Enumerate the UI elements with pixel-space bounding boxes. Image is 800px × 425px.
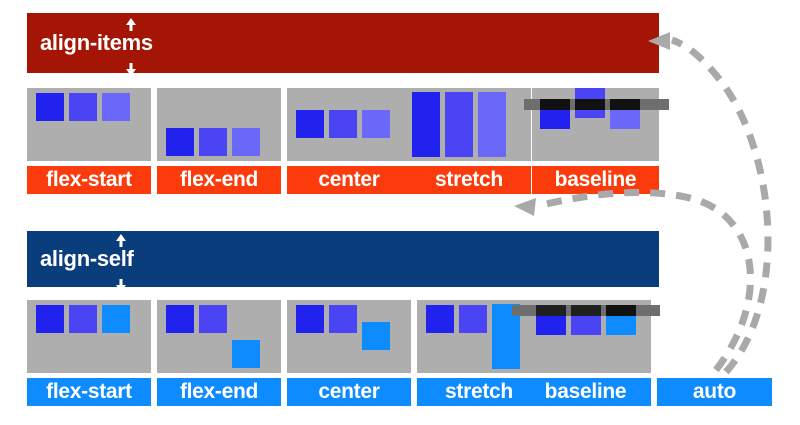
flex-square-3 bbox=[102, 93, 130, 121]
cell-label[interactable]: stretch bbox=[407, 166, 531, 194]
demo-container bbox=[27, 300, 151, 373]
flex-square-1 bbox=[166, 305, 194, 333]
cell-label[interactable]: baseline bbox=[532, 166, 659, 194]
flex-square-2 bbox=[199, 305, 227, 333]
flex-square-1 bbox=[296, 110, 324, 138]
baseline-text-block-3 bbox=[606, 305, 636, 316]
flex-square-2 bbox=[69, 93, 97, 121]
cell-label[interactable]: flex-end bbox=[157, 166, 281, 194]
demo-container bbox=[407, 88, 531, 161]
align-items-title-wrap: align-items bbox=[27, 18, 153, 76]
flex-square-2 bbox=[329, 305, 357, 333]
flex-square-1 bbox=[36, 93, 64, 121]
cell-label[interactable]: center bbox=[287, 166, 411, 194]
demo-container bbox=[524, 88, 669, 161]
flex-square-1 bbox=[426, 305, 454, 333]
align-self-cells: flex-start flex-end center bbox=[27, 300, 772, 406]
cell-label[interactable]: flex-start bbox=[27, 166, 151, 194]
flex-square-2 bbox=[459, 305, 487, 333]
demo-container bbox=[512, 300, 660, 373]
baseline-text-block-2 bbox=[575, 99, 605, 110]
baseline-text-block-3 bbox=[610, 99, 640, 110]
flex-square-2 bbox=[445, 92, 473, 157]
flex-square-self bbox=[102, 305, 130, 333]
demo-container bbox=[157, 88, 281, 161]
align-self-header: align-self bbox=[27, 231, 659, 292]
demo-container bbox=[157, 300, 281, 373]
flex-square-1 bbox=[166, 128, 194, 156]
flex-square-1 bbox=[36, 305, 64, 333]
align-items-header: align-items bbox=[27, 13, 659, 76]
demo-container bbox=[27, 88, 151, 161]
demo-container bbox=[287, 88, 411, 161]
cell-label[interactable]: auto bbox=[657, 378, 772, 406]
cell-label[interactable]: baseline bbox=[520, 378, 651, 406]
align-items-cells: flex-start flex-end center bbox=[27, 88, 669, 194]
cell-label[interactable]: center bbox=[287, 378, 411, 406]
baseline-text-block-1 bbox=[536, 305, 566, 316]
align-self-title-wrap: align-self bbox=[27, 234, 134, 292]
align-self-title: align-self bbox=[40, 246, 134, 271]
flex-square-3 bbox=[478, 92, 506, 157]
flex-square-2 bbox=[69, 305, 97, 333]
flex-square-2 bbox=[329, 110, 357, 138]
flex-square-1 bbox=[412, 92, 440, 157]
flex-square-2 bbox=[199, 128, 227, 156]
cell-label[interactable]: flex-end bbox=[157, 378, 281, 406]
baseline-text-block-1 bbox=[540, 99, 570, 110]
demo-container bbox=[287, 300, 411, 373]
flex-square-3 bbox=[362, 110, 390, 138]
align-items-title: align-items bbox=[40, 30, 153, 55]
cell-label[interactable]: flex-start bbox=[27, 378, 151, 406]
flex-square-3 bbox=[232, 128, 260, 156]
flex-square-self bbox=[232, 340, 260, 368]
flex-square-self bbox=[362, 322, 390, 350]
flex-square-1 bbox=[296, 305, 324, 333]
baseline-text-block-2 bbox=[571, 305, 601, 316]
